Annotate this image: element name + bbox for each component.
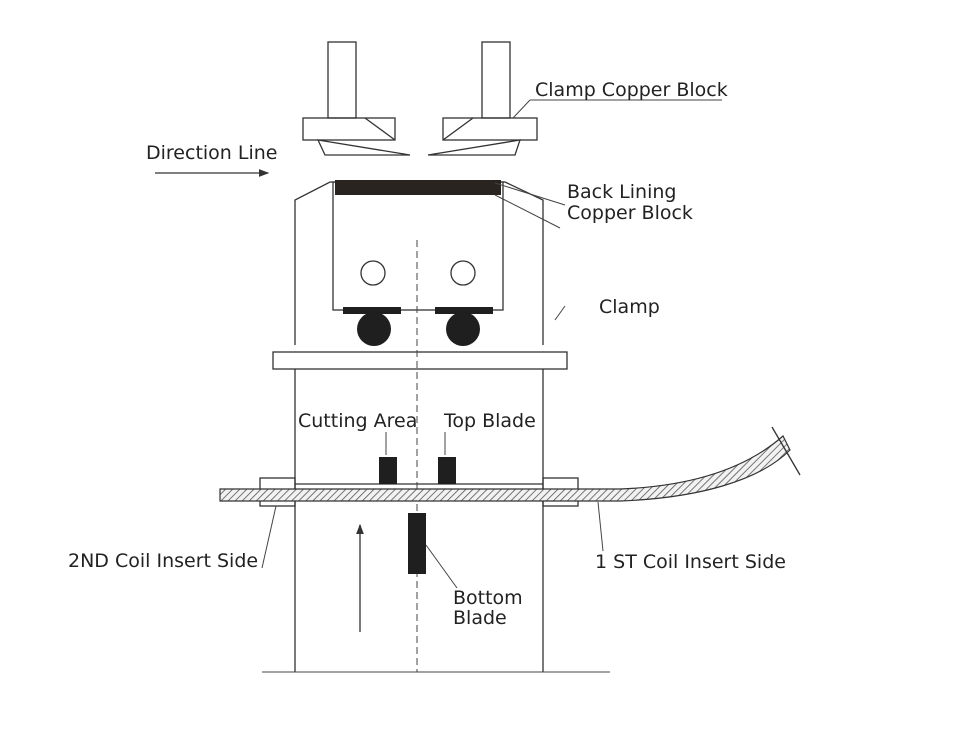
label-direction-line: Direction Line (146, 142, 277, 164)
cutting-area-blade (379, 457, 397, 484)
label-clamp-copper-block: Clamp Copper Block (535, 79, 728, 101)
bottom-blade (408, 513, 426, 574)
label-1st-coil-insert-side: 1 ST Coil Insert Side (595, 551, 786, 573)
label-bottom-blade-line1: Bottom (453, 587, 523, 609)
clamp-copper-block-left (302, 41, 411, 156)
coil-strip (219, 435, 791, 502)
label-2nd-coil-insert-side: 2ND Coil Insert Side (68, 550, 258, 572)
label-back-lining-line2: Copper Block (567, 202, 693, 224)
label-clamp: Clamp (599, 296, 660, 318)
label-back-lining-line1: Back Lining (567, 181, 676, 203)
clamp-body (272, 180, 568, 370)
top-blade (438, 457, 456, 484)
label-top-blade: Top Blade (443, 410, 536, 432)
label-bottom-blade-line2: Blade (453, 607, 507, 629)
clamp-copper-block-right (427, 41, 538, 156)
clamp-roller-right (446, 312, 480, 346)
back-lining-copper-strip (335, 180, 501, 195)
label-cutting-area: Cutting Area (298, 410, 417, 432)
clamp-roller-left (357, 312, 391, 346)
lower-frame (259, 240, 610, 673)
